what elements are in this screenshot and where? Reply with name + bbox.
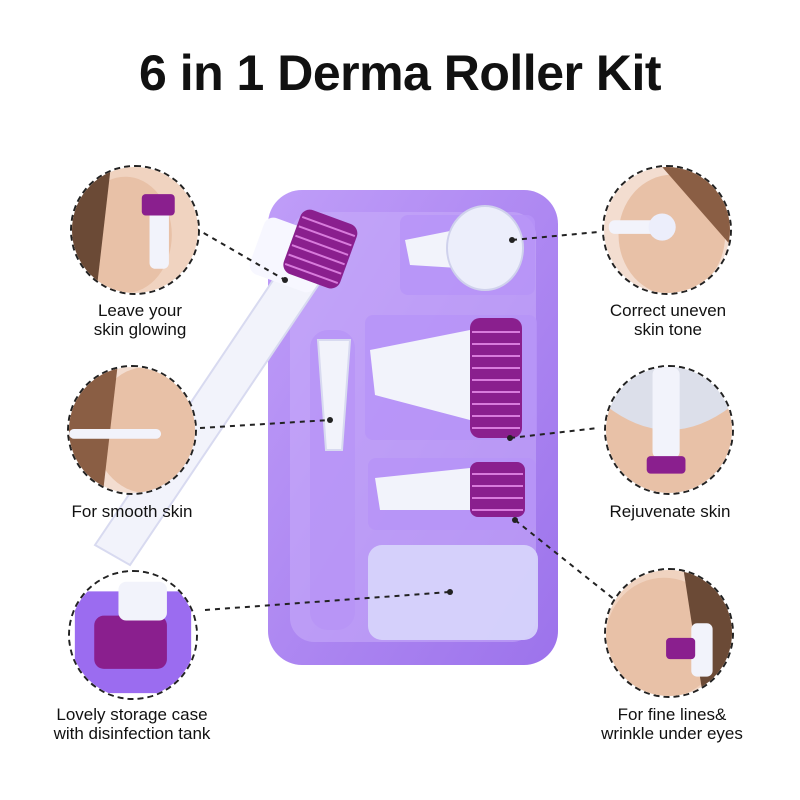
pointer-line-3 <box>204 591 451 611</box>
photo-even-tone <box>602 165 732 295</box>
pointer-line-2 <box>199 419 331 429</box>
photo-storage-case <box>68 570 198 700</box>
photo-smooth-skin <box>67 365 197 495</box>
caption-rejuvenate: Rejuvenate skin <box>609 502 731 521</box>
photo-fine-lines <box>604 568 734 698</box>
roller-medium <box>370 318 522 438</box>
pointer-line-6 <box>514 519 616 601</box>
disinfection-tank <box>368 545 538 640</box>
photo-glowing-skin <box>70 165 200 295</box>
caption-smooth-skin: For smooth skin <box>71 502 193 521</box>
photo-rejuvenate <box>604 365 734 495</box>
roller-small <box>375 462 525 517</box>
pen-tube <box>316 339 352 451</box>
page-title: 6 in 1 Derma Roller Kit <box>139 45 662 101</box>
stamp-tool <box>405 205 524 291</box>
pointer-line-5 <box>509 427 599 439</box>
pointer-line-4 <box>511 231 599 241</box>
caption-fine-lines: For fine lines&wrinkle under eyes <box>601 705 743 743</box>
pointer-line-1 <box>194 227 286 281</box>
